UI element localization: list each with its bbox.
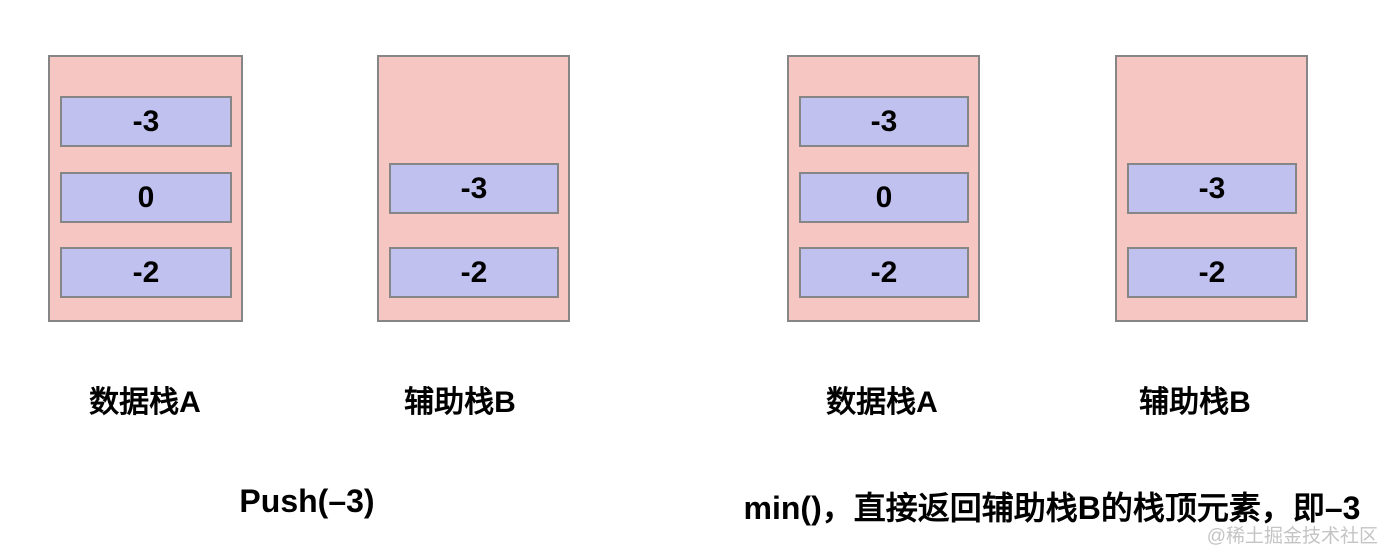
stack-cell: -2 — [799, 247, 969, 298]
stack-cell: -2 — [60, 247, 232, 298]
stack-label-aux-b-right: 辅助栈B — [1139, 386, 1251, 419]
stack-label-data-a-left: 数据栈A — [89, 386, 201, 419]
stack-label-data-a-right: 数据栈A — [826, 386, 938, 419]
data-stack-a-left: -3 0 -2 — [48, 55, 243, 322]
stack-label-aux-b-left: 辅助栈B — [404, 386, 516, 419]
stack-cell: 0 — [60, 172, 232, 223]
data-stack-a-right: -3 0 -2 — [787, 55, 980, 322]
aux-stack-b-right: -3 -2 — [1115, 55, 1308, 322]
stack-cell: -3 — [799, 96, 969, 147]
operation-caption-min: min()，直接返回辅助栈B的栈顶元素，即–3 — [743, 490, 1361, 526]
stack-cell: -3 — [60, 96, 232, 147]
stack-cell: -2 — [389, 247, 559, 298]
stack-cell: -3 — [389, 163, 559, 214]
stack-cell: -3 — [1127, 163, 1297, 214]
aux-stack-b-left: -3 -2 — [377, 55, 570, 322]
operation-caption-push: Push(–3) — [239, 483, 375, 519]
stack-cell: 0 — [799, 172, 969, 223]
watermark: @稀土掘金技术社区 — [1206, 526, 1378, 547]
stack-cell: -2 — [1127, 247, 1297, 298]
